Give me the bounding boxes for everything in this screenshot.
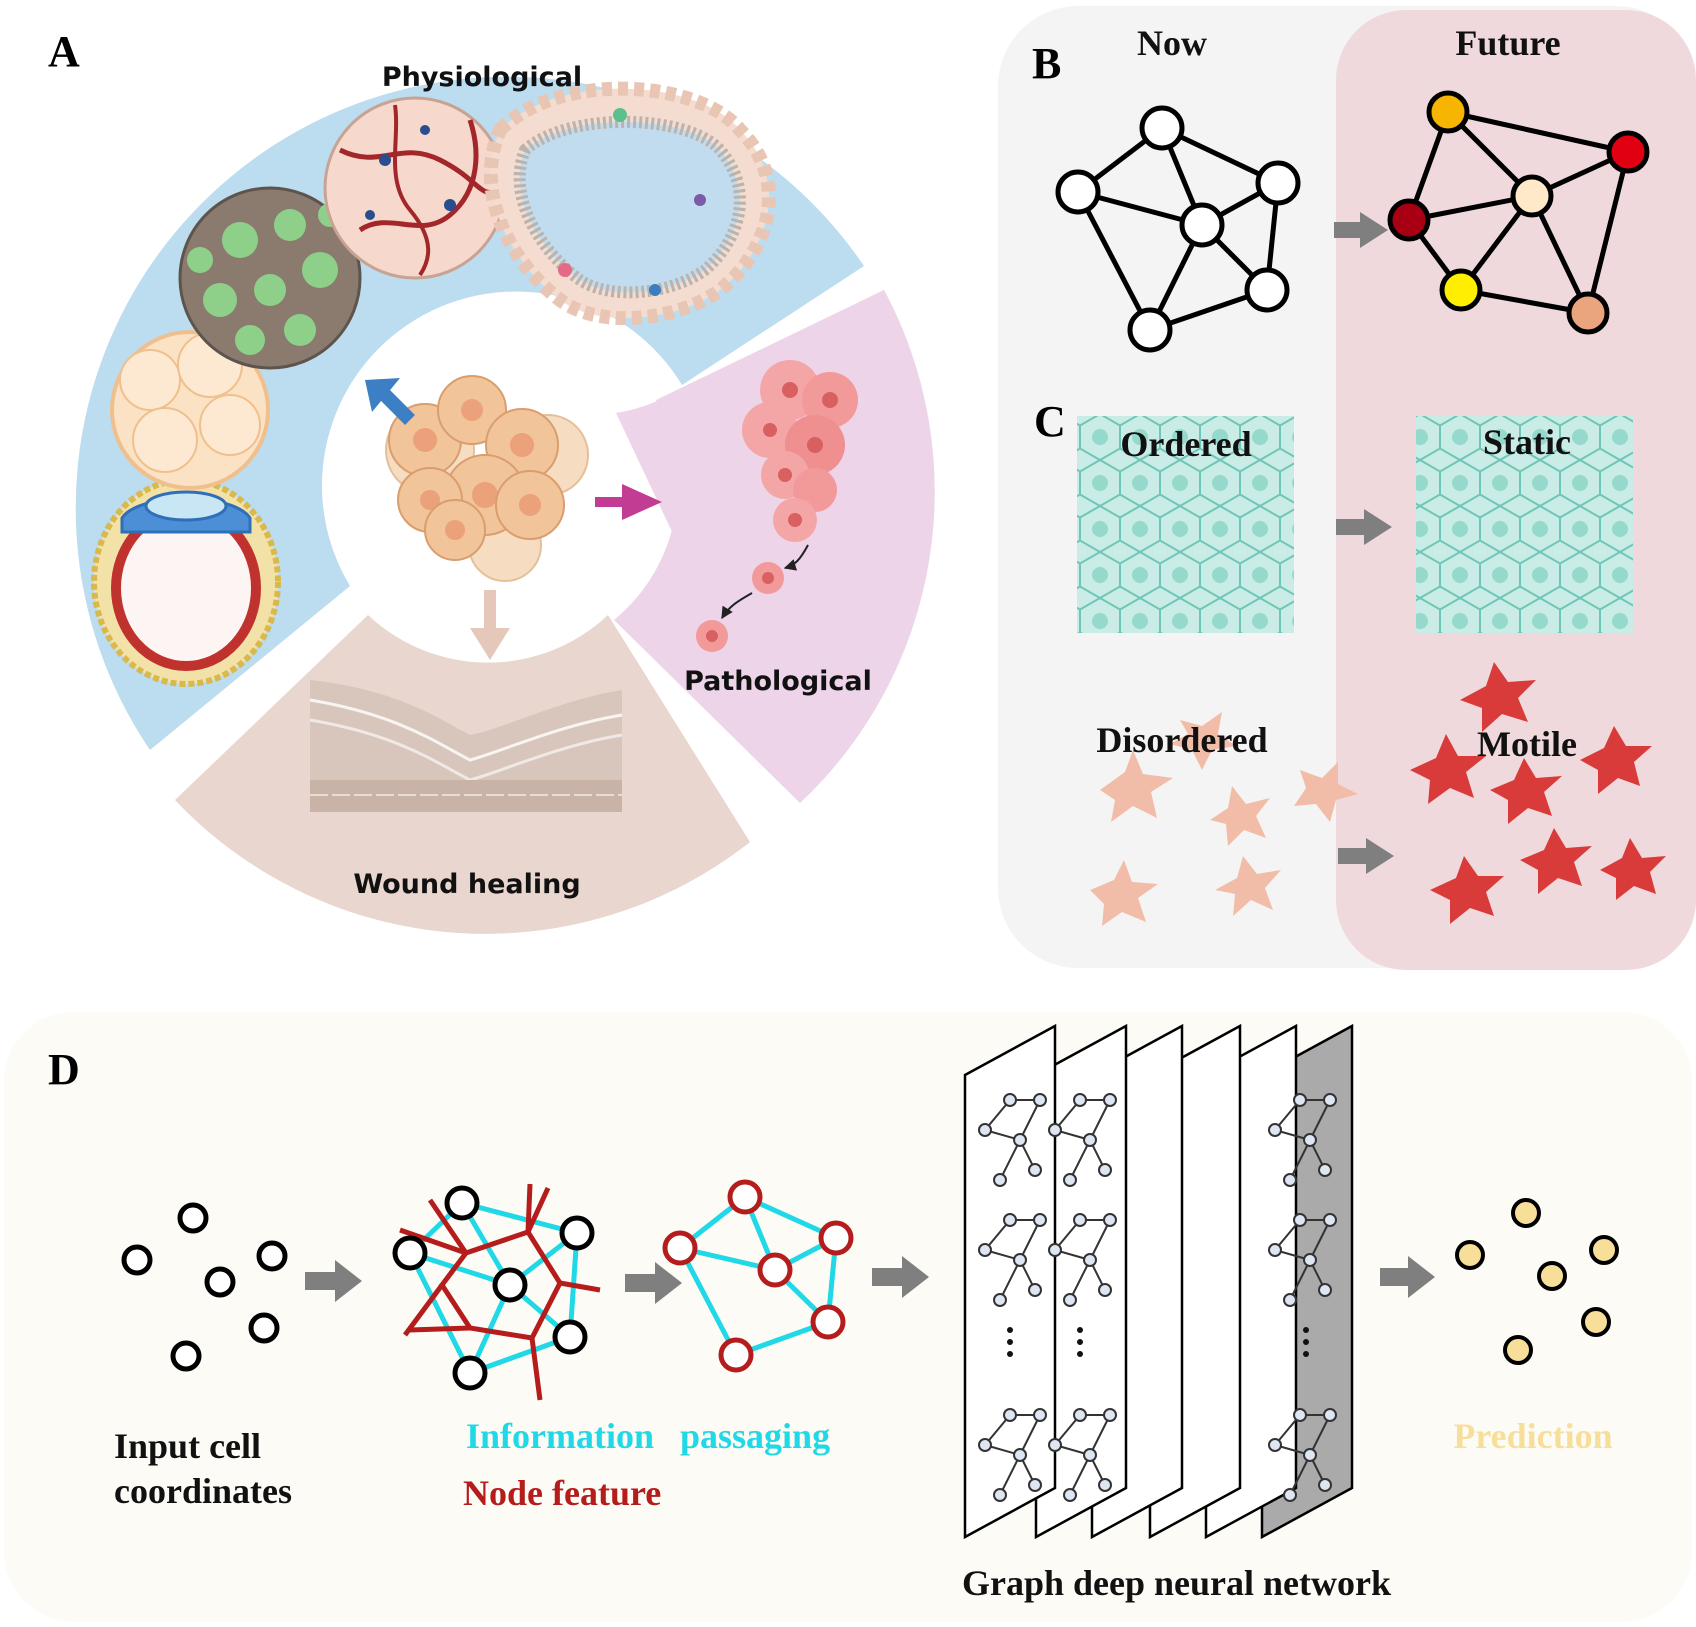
pathological-sector-fill bbox=[614, 290, 935, 803]
input-cell-points bbox=[121, 1202, 288, 1372]
skin-layer-illustration bbox=[309, 680, 623, 812]
arrow-to-wound-healing bbox=[470, 590, 510, 660]
arrow-now-to-future bbox=[1334, 212, 1388, 248]
future-node bbox=[1426, 90, 1470, 134]
patterned-sphere-illustration bbox=[178, 186, 362, 370]
now-node bbox=[1255, 160, 1301, 206]
future-graph bbox=[1387, 90, 1650, 335]
panel-b-letter: B bbox=[1032, 39, 1061, 88]
pathological-label: Pathological bbox=[684, 666, 872, 697]
voronoi-graph bbox=[392, 1183, 601, 1401]
panel-d: D bbox=[4, 1012, 1692, 1622]
gnn-layer-subgraphs bbox=[978, 1093, 1337, 1502]
panels-b-c: B Now Future bbox=[998, 6, 1696, 970]
motile-label: Motile bbox=[1477, 724, 1577, 764]
now-node bbox=[1244, 267, 1290, 313]
input-cell-label-line2: coordinates bbox=[114, 1471, 292, 1511]
subgraph bbox=[1268, 1213, 1337, 1307]
future-node bbox=[1606, 130, 1650, 174]
now-node bbox=[1139, 105, 1185, 151]
subgraph bbox=[1268, 1093, 1337, 1187]
arrow-d-3 bbox=[872, 1256, 929, 1298]
input-cell-label-line1: Input cell bbox=[114, 1426, 261, 1466]
arrow-to-physiological bbox=[365, 378, 415, 425]
physiological-label: Physiological bbox=[382, 62, 582, 93]
wound-healing-label: Wound healing bbox=[353, 869, 580, 900]
arrow-d-1 bbox=[305, 1260, 362, 1302]
information-label: Information bbox=[466, 1416, 654, 1456]
panel-a: A bbox=[48, 27, 935, 934]
gnn-ellipsis-dots bbox=[1007, 1327, 1309, 1357]
static-label: Static bbox=[1483, 422, 1571, 462]
panel-a-letter: A bbox=[48, 27, 80, 76]
morula-illustration bbox=[110, 330, 270, 490]
subgraph bbox=[978, 1093, 1047, 1187]
prediction-label: Prediction bbox=[1453, 1416, 1612, 1456]
now-node bbox=[1179, 202, 1225, 248]
future-label: Future bbox=[1455, 23, 1560, 63]
subgraph bbox=[1048, 1093, 1117, 1187]
arrow-disordered-to-motile bbox=[1338, 838, 1394, 874]
disordered-cells-illustration bbox=[1090, 712, 1358, 926]
center-cell-cluster bbox=[385, 375, 589, 582]
subgraph bbox=[1268, 1408, 1337, 1502]
subgraph bbox=[1048, 1213, 1117, 1307]
arrow-ordered-to-static bbox=[1336, 509, 1392, 545]
prediction-points bbox=[1455, 1198, 1619, 1365]
epithelial-tissue-illustration bbox=[483, 81, 776, 326]
arrow-d-2 bbox=[625, 1262, 682, 1304]
panel-c-letter: C bbox=[1034, 397, 1066, 446]
static-tissue-image bbox=[1416, 416, 1633, 633]
vascularized-sphere-illustration bbox=[323, 96, 507, 280]
now-graph bbox=[1055, 105, 1301, 353]
panel-d-letter: D bbox=[48, 1045, 80, 1094]
ordered-label: Ordered bbox=[1120, 424, 1251, 464]
passaging-label: passaging bbox=[680, 1416, 830, 1456]
future-node bbox=[1439, 268, 1483, 312]
arrow-d-4 bbox=[1380, 1256, 1435, 1298]
tumor-cluster-illustration bbox=[696, 360, 858, 652]
blastocyst-illustration bbox=[91, 477, 281, 687]
node-feature-label: Node feature bbox=[463, 1473, 661, 1513]
gdnn-label: Graph deep neural network bbox=[962, 1563, 1391, 1603]
future-node bbox=[1566, 291, 1610, 335]
now-label: Now bbox=[1137, 23, 1207, 63]
disordered-label: Disordered bbox=[1096, 720, 1267, 760]
now-node bbox=[1127, 307, 1173, 353]
subgraph bbox=[978, 1408, 1047, 1502]
future-node bbox=[1510, 174, 1554, 218]
now-node bbox=[1055, 169, 1101, 215]
arrow-to-pathological bbox=[595, 484, 662, 520]
subgraph bbox=[1048, 1408, 1117, 1502]
future-node bbox=[1387, 198, 1431, 242]
ordered-tissue-image bbox=[1077, 416, 1294, 633]
subgraph bbox=[978, 1213, 1047, 1307]
motile-cells-illustration bbox=[1410, 662, 1666, 924]
message-passing-graph bbox=[662, 1179, 854, 1373]
